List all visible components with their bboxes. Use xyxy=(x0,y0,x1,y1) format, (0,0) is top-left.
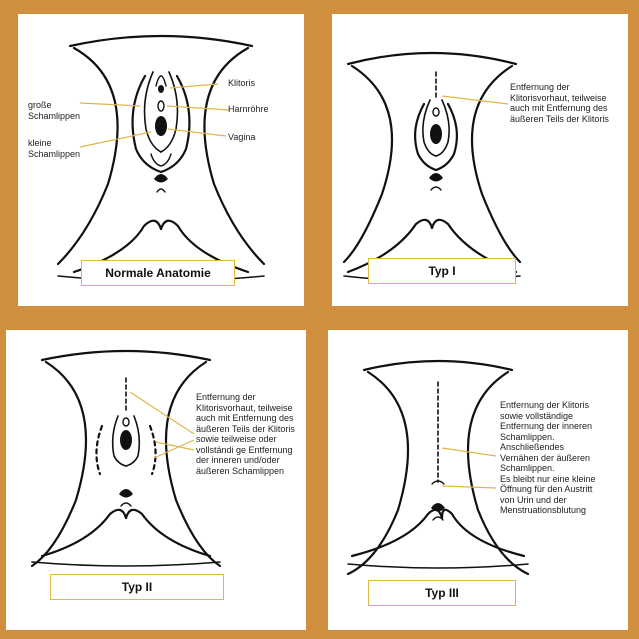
label-kleine-schamlippen: kleine Schamlippen xyxy=(28,138,81,159)
caption-normal-anatomy: Normale Anatomie xyxy=(81,260,235,286)
panel-typ-3: Entfernung der Klitoris sowie vollständi… xyxy=(328,330,628,630)
label-vagina: Vagina xyxy=(228,132,256,142)
description-typ-1: Entfernung der Klitorisvorhaut, teilweis… xyxy=(510,82,609,124)
caption-typ-3: Typ III xyxy=(368,580,516,606)
description-typ-2: Entfernung der Klitorisvorhaut, teilweis… xyxy=(196,392,295,476)
panel-normal-anatomy: Klitoris Harnröhre Vagina große Schamlip… xyxy=(18,14,304,306)
typ-3-illustration xyxy=(346,359,530,576)
label-klitoris: Klitoris xyxy=(228,78,256,88)
label-harnroehre: Harnröhre xyxy=(228,104,269,114)
caption-typ-1: Typ I xyxy=(368,258,516,284)
description-typ-3: Entfernung der Klitoris sowie vollständi… xyxy=(500,400,596,515)
caption-typ-2: Typ II xyxy=(50,574,224,600)
label-grosse-schamlippen: große Schamlippen xyxy=(28,100,81,121)
panel-typ-2: Entfernung der Klitorisvorhaut, teilweis… xyxy=(6,330,306,630)
typ-2-illustration xyxy=(30,349,222,568)
panel-typ-1: Entfernung der Klitorisvorhaut, teilweis… xyxy=(332,14,628,306)
